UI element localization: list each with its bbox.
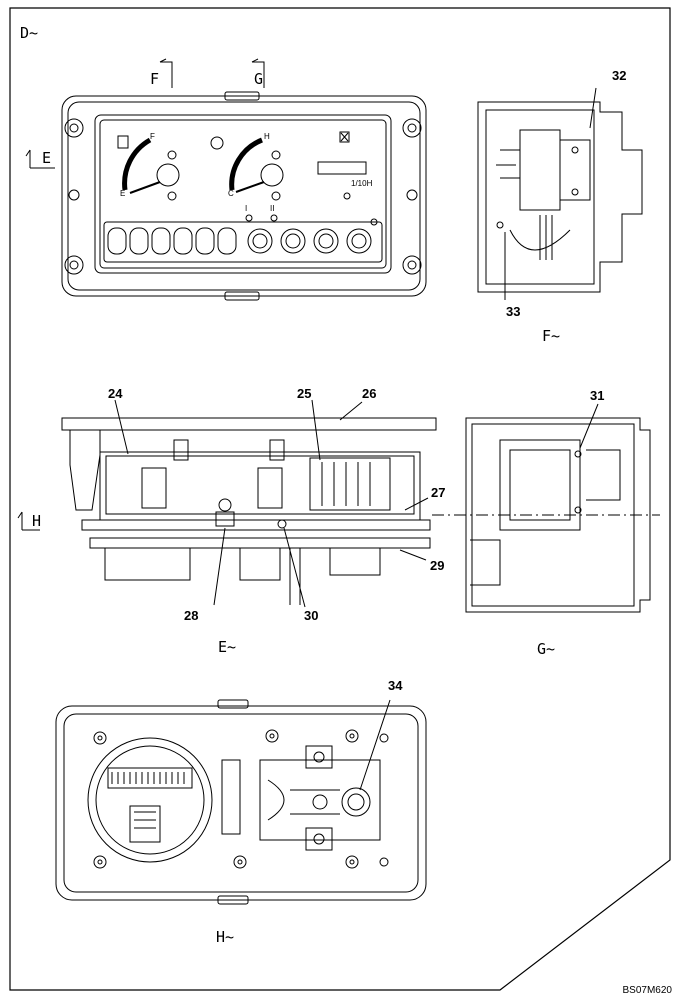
callout-34: 34: [388, 678, 403, 693]
callout-31: 31: [590, 388, 604, 403]
cluster-housing-front: [61, 91, 427, 301]
callout-27: 27: [431, 485, 445, 500]
view-label-g: G~: [537, 640, 555, 658]
temp-cold-mark: C: [228, 189, 234, 198]
cluster-housing-rear: [55, 699, 427, 905]
indicator-strip: I II: [103, 204, 383, 263]
fuel-full-mark: F: [150, 132, 155, 141]
hour-meter-unit: 1/10H: [351, 179, 373, 188]
mode-two-mark: II: [270, 204, 274, 213]
view-label-e: E~: [218, 638, 236, 656]
hour-meter: 1/10H: [317, 131, 373, 200]
callout-24: 24: [108, 386, 123, 401]
svg-text:E: E: [42, 149, 51, 167]
callout-28: 28: [184, 608, 198, 623]
section-arrow-h: H: [17, 511, 41, 531]
svg-text:G: G: [254, 70, 263, 88]
circuit-board: [221, 699, 391, 851]
section-arrow-e: E: [25, 149, 55, 169]
drawing-code: BS07M620: [622, 985, 672, 996]
svg-text:F: F: [150, 70, 159, 88]
top-section-e: [61, 399, 437, 608]
callout-26: 26: [362, 386, 376, 401]
view-label-f: F~: [542, 327, 560, 345]
callout-32: 32: [612, 68, 626, 83]
temp-hot-mark: H: [264, 132, 270, 141]
callout-29: 29: [430, 558, 444, 573]
callout-30: 30: [304, 608, 318, 623]
fuel-gauge: F E: [117, 132, 180, 201]
svg-text:H: H: [32, 512, 41, 530]
fuel-empty-mark: E: [120, 189, 125, 198]
mode-one-mark: I: [245, 204, 247, 213]
section-arrow-f: F: [150, 58, 173, 88]
side-section-g: [432, 403, 660, 613]
temperature-gauge: H C: [210, 132, 284, 201]
meter-back-dial: [87, 737, 213, 863]
sheet-border: [9, 7, 671, 991]
callout-25: 25: [297, 386, 311, 401]
section-arrow-g: G: [251, 58, 265, 88]
view-label-d: D~: [20, 24, 38, 42]
view-label-h: H~: [216, 928, 234, 946]
callout-33: 33: [506, 304, 520, 319]
side-section-f: [477, 87, 643, 300]
